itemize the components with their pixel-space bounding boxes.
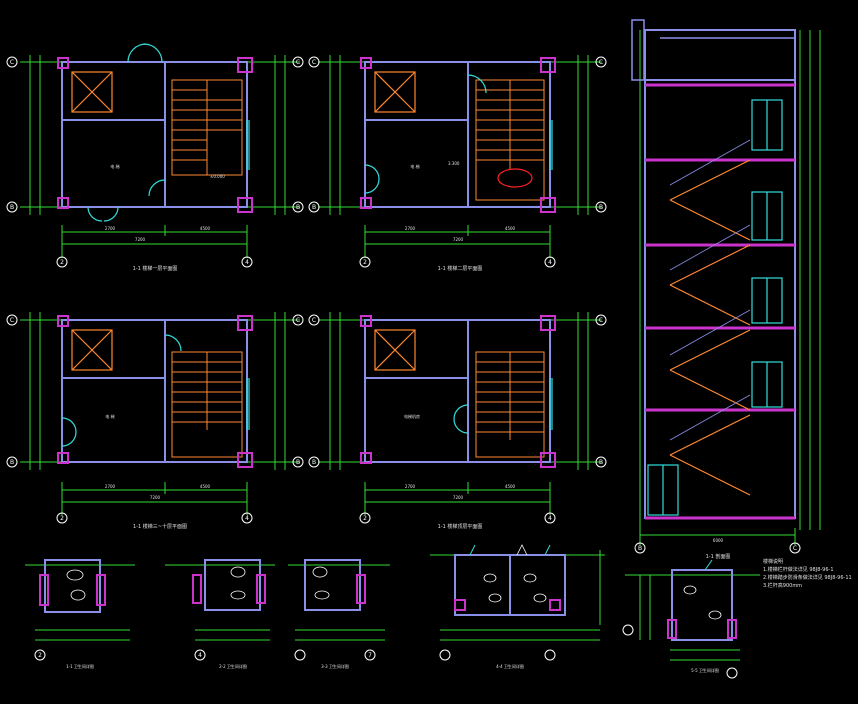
section-note-line: 3.栏杆高900mm xyxy=(763,582,802,589)
axis-2-label: 2 xyxy=(363,515,367,522)
plan-3: C B C B 2 4 7200 2700 4500 电 梯 1-1 楼梯三~十… xyxy=(6,312,304,530)
detail-title: 2-2 卫生间详图 xyxy=(219,663,247,669)
axis-b-label: B xyxy=(10,204,14,211)
dim-bay-a: 2700 xyxy=(405,226,416,231)
axis-7-label: 7 xyxy=(368,652,372,659)
detail-2: 4 2-2 卫生间详图 xyxy=(165,559,275,669)
room-label: 电 梯 xyxy=(110,163,119,169)
dim-bay-a: 2700 xyxy=(405,484,416,489)
dim-total: 7200 xyxy=(453,237,464,242)
room-label: 电 梯 xyxy=(105,413,114,419)
axis-b-label: B xyxy=(312,204,316,211)
axis-b-label: B xyxy=(312,459,316,466)
axis-c-label: C xyxy=(599,59,603,66)
axis-c-label: C xyxy=(296,317,300,324)
plan-4: C B C B 2 4 7200 2700 4500 电梯机房 1-1 楼梯顶层… xyxy=(308,312,607,530)
axis-c-label: C xyxy=(10,317,14,324)
section-view: B C 6000 1-1 剖面图 楼梯说明 1.楼梯栏杆做法详见 98J8-96… xyxy=(631,19,852,589)
axis-4-label: 4 xyxy=(245,259,249,266)
detail-title: 5-5 卫生间详图 xyxy=(691,667,719,673)
axis-4-label: 4 xyxy=(245,515,249,522)
revision-cloud xyxy=(497,168,533,188)
dim-total: 7200 xyxy=(135,237,146,242)
axis-c-label: C xyxy=(312,59,316,66)
detail-1: 2 1-1 卫生间详图 xyxy=(25,559,135,669)
dim-bay-b: 4500 xyxy=(200,484,211,489)
plan-title: 1-1 楼梯顶层平面图 xyxy=(438,523,483,530)
detail-4: 4-4 卫生间详图 xyxy=(430,544,605,669)
axis-b-label: B xyxy=(599,459,603,466)
axis-c-label: C xyxy=(793,545,797,552)
axis-b-label: B xyxy=(296,459,300,466)
dim-total: 7200 xyxy=(150,495,161,500)
elevation-label: 3.300 xyxy=(448,161,460,166)
plan-title: 1-1 楼梯二层平面图 xyxy=(438,265,483,272)
axis-2-label: 2 xyxy=(363,259,367,266)
axis-2-label: 2 xyxy=(60,259,64,266)
plan-2: C B C B 2 4 7200 2700 4500 电 梯 3.300 1-1… xyxy=(308,55,607,272)
detail-3: 7 3-3 卫生间详图 xyxy=(288,559,390,669)
plan-title: 1-1 楼梯三~十层平面图 xyxy=(133,523,187,530)
room-label: 电 梯 xyxy=(410,163,419,169)
plan-1: C B C B 2 4 7200 2700 4500 电 梯 ±0.000 1-… xyxy=(6,43,304,272)
axis-b-label: B xyxy=(638,545,642,552)
axis-4-label: 4 xyxy=(198,652,202,659)
detail-5: 5-5 卫生间详图 xyxy=(622,559,760,679)
axis-b-label: B xyxy=(10,459,14,466)
axis-4-label: 4 xyxy=(548,259,552,266)
dim-bay-b: 4500 xyxy=(505,484,516,489)
dim-bay-b: 4500 xyxy=(200,226,211,231)
axis-4-label: 4 xyxy=(548,515,552,522)
axis-c-label: C xyxy=(10,59,14,66)
axis-c-label: C xyxy=(312,317,316,324)
section-note-line: 2.楼梯踏步防滑条做法详见 98J8-96-11 xyxy=(763,574,852,581)
room-label: 电梯机房 xyxy=(404,413,420,419)
dim-bay-a: 2700 xyxy=(105,226,116,231)
axis-b-label: B xyxy=(599,204,603,211)
axis-c-label: C xyxy=(296,59,300,66)
detail-title: 4-4 卫生间详图 xyxy=(496,663,524,669)
axis-b-label: B xyxy=(296,204,300,211)
section-note-line: 1.楼梯栏杆做法详见 98J8-96-1 xyxy=(763,566,834,573)
section-note-title: 楼梯说明 xyxy=(763,558,783,565)
dim-bay-a: 2700 xyxy=(105,484,116,489)
elevation-label: ±0.000 xyxy=(210,174,225,179)
detail-title: 1-1 卫生间详图 xyxy=(66,663,94,669)
axis-c-label: C xyxy=(599,317,603,324)
axis-2-label: 2 xyxy=(38,652,42,659)
section-title: 1-1 剖面图 xyxy=(706,553,731,560)
dim-bay-b: 4500 xyxy=(505,226,516,231)
detail-title: 3-3 卫生间详图 xyxy=(321,663,349,669)
axis-2-label: 2 xyxy=(60,515,64,522)
dim-total: 7200 xyxy=(453,495,464,500)
plan-title: 1-1 楼梯一层平面图 xyxy=(133,265,178,272)
dim-depth: 6000 xyxy=(713,538,724,543)
